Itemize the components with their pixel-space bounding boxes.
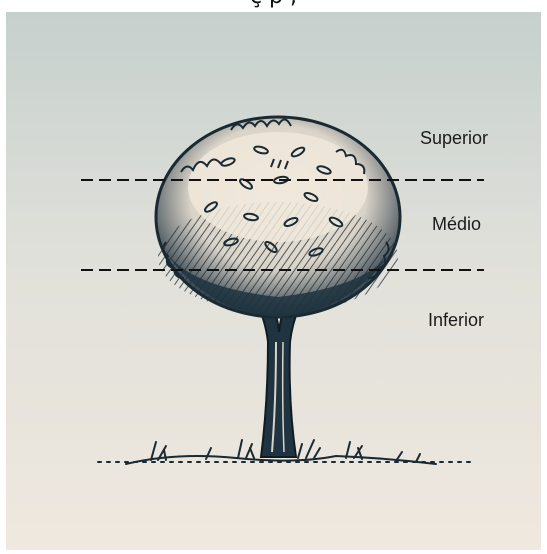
tree-crown <box>156 117 400 317</box>
tree-figure <box>6 12 541 550</box>
tree-illustration-icon <box>6 12 541 550</box>
zone-label-superior: Superior <box>420 128 488 149</box>
zone-label-inferior: Inferior <box>428 310 484 331</box>
zone-label-medio: Médio <box>432 214 481 235</box>
cropped-title: ç p , <box>0 0 547 8</box>
